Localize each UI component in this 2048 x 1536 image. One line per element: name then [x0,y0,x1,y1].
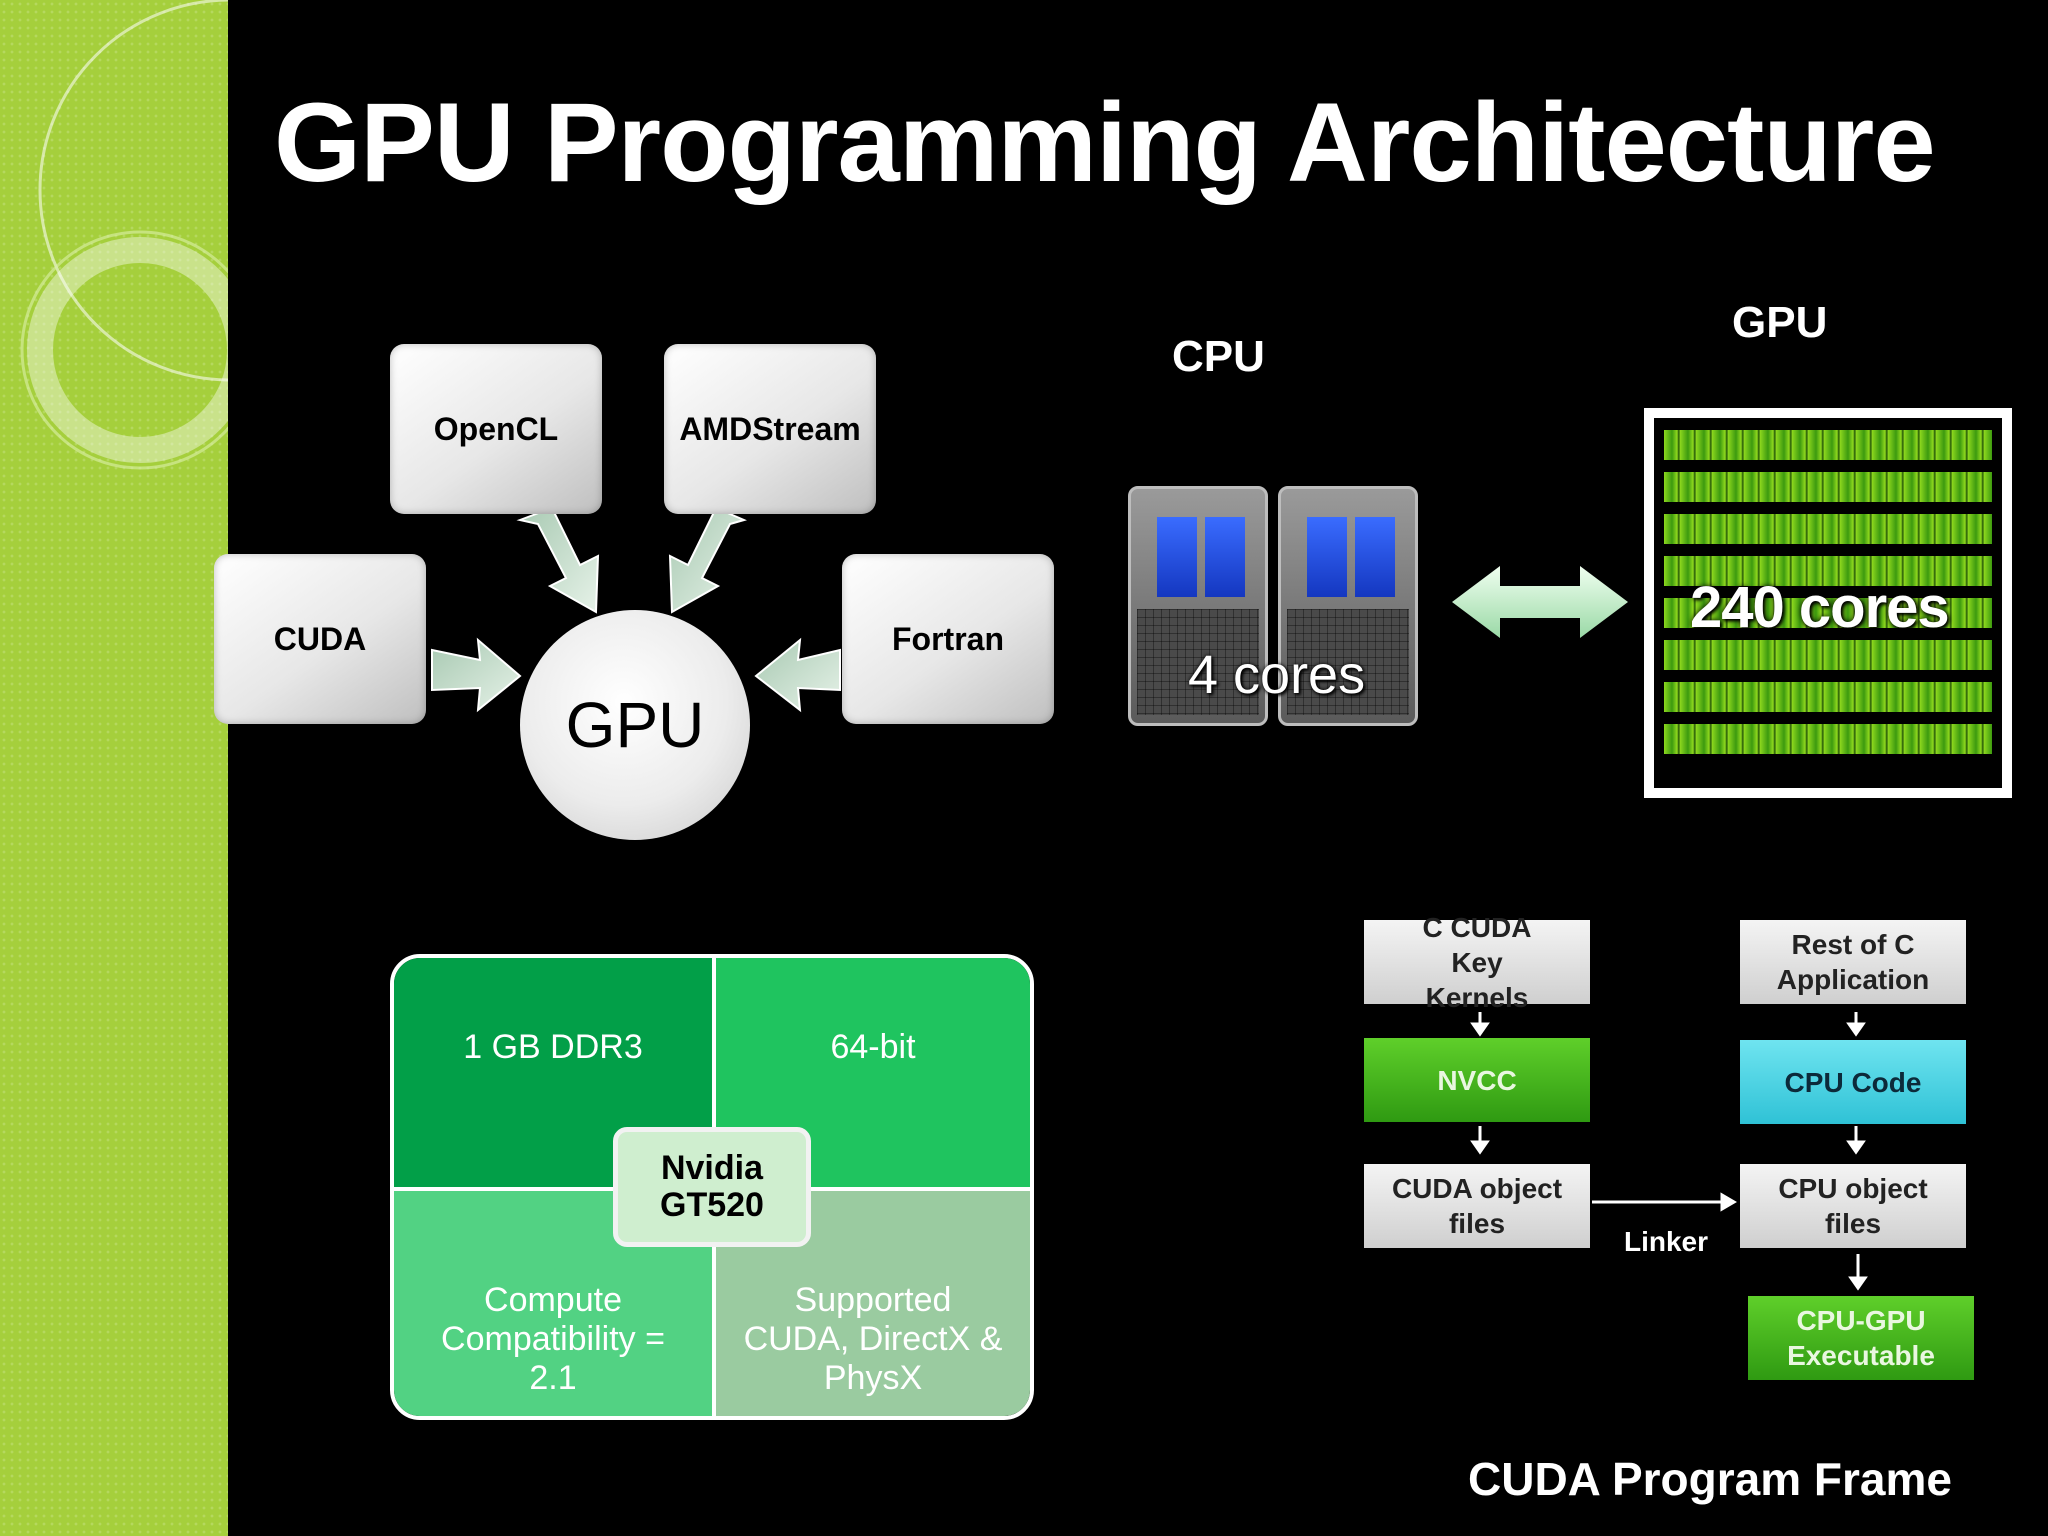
linker-label: Linker [1624,1226,1709,1257]
amdstream-box: AMDStream [664,344,876,514]
flow-arrows [1470,1012,1868,1291]
card-spec-matrix: 1 GB DDR3 64-bit Compute Compatibility =… [390,954,1034,1420]
cpu-label: CPU [1172,332,1265,381]
flow-rest-of-c-app: Rest of C Application [1740,920,1966,1004]
sidebar-decoration [0,0,228,1536]
cpu-die-left [1128,486,1268,726]
arrows-layer [431,506,841,713]
flow-nvcc: NVCC [1364,1038,1590,1122]
cpu-chip-graphic [1128,486,1428,730]
opencl-box: OpenCL [390,344,602,514]
cuda-box: CUDA [214,554,426,724]
spec-memory: 1 GB DDR3 [394,958,712,1187]
cpu-die-right [1278,486,1418,726]
arrow-cuda [431,637,522,713]
gpu-circle: GPU [520,610,750,840]
slide-title: GPU Programming Architecture [274,80,1936,205]
arrow-fortran [754,637,841,713]
bidirectional-arrow-icon [1452,566,1628,638]
gpu-label: GPU [1732,298,1828,347]
swirl-decoration [20,0,228,470]
flow-caption: CUDA Program Frame [1468,1453,1952,1505]
cpu-cores-label: 4 cores [1188,645,1366,705]
arrow-amdstream [668,506,747,614]
gpu-chip-graphic [1644,408,2012,798]
gpu-cores-label: 240 cores [1690,575,1950,640]
flow-cpu-gpu-executable: CPU-GPU Executable [1748,1296,1974,1380]
spec-bus: 64-bit [712,958,1030,1187]
arrow-opencl [516,506,600,614]
flow-cpu-code: CPU Code [1740,1040,1966,1124]
flow-cpu-object-files: CPU object files [1740,1164,1966,1248]
dot-pattern [0,0,228,1536]
fortran-box: Fortran [842,554,1054,724]
flow-cuda-object-files: CUDA object files [1364,1164,1590,1248]
flow-c-cuda-kernels: C CUDA Key Kernels [1364,912,1590,1013]
spec-compute: Compute Compatibility = 2.1 [394,1187,712,1416]
